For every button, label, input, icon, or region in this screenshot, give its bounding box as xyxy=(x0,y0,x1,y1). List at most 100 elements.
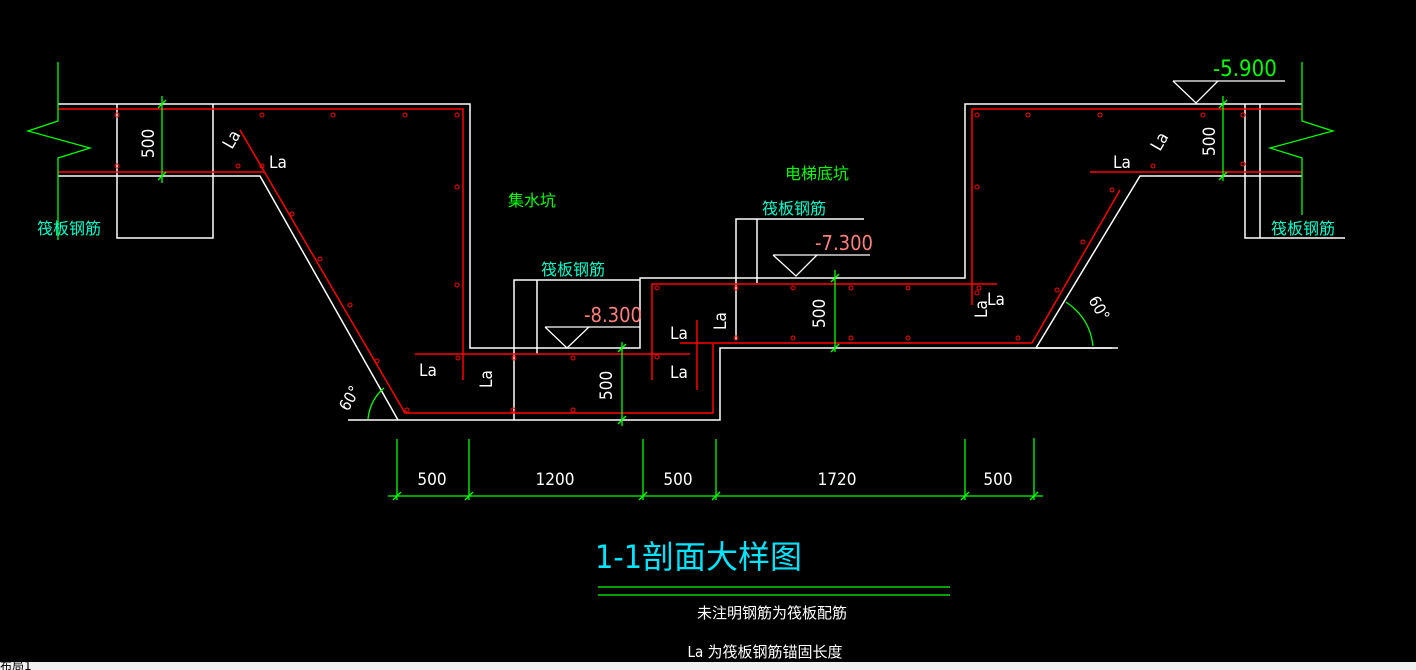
rebar-dot xyxy=(1015,335,1021,341)
note-line-1: 未注明钢筋为筏板配筋 xyxy=(697,604,847,622)
rebar-dot xyxy=(1150,163,1156,169)
drawing-text: -5.900 -7.300 -8.300 筏板钢筋 筏板钢筋 筏板钢筋 筏板钢筋… xyxy=(37,57,1335,661)
anchor-label: La xyxy=(711,312,731,330)
sump-pit-label: 集水坑 xyxy=(508,191,556,210)
rebar-dot xyxy=(347,302,353,308)
rebar-dot xyxy=(402,112,408,118)
rebar-dot xyxy=(330,112,336,118)
section-title: 1-1剖面大样图 xyxy=(595,538,802,576)
thickness-label: 500 xyxy=(597,371,617,400)
rebar-dot xyxy=(114,163,120,169)
rebar-bottom xyxy=(239,129,1121,414)
dimension-ticks xyxy=(157,99,1228,501)
rebar-dot xyxy=(1080,239,1086,245)
rebar-dot xyxy=(1240,161,1246,167)
dimension-tick xyxy=(638,491,648,501)
rebar-dot xyxy=(848,335,854,341)
anchor-label: La xyxy=(987,290,1005,310)
rebar-lines xyxy=(58,108,1302,414)
dimension-value: 500 xyxy=(983,470,1012,490)
layout-tab[interactable]: 布局1 xyxy=(0,662,32,670)
dimension-tick xyxy=(157,171,167,181)
elevation-marker-sump xyxy=(544,326,591,349)
thickness-label: 500 xyxy=(139,129,159,158)
rebar-dot xyxy=(654,354,660,360)
elevation-marker-top xyxy=(1172,80,1220,104)
rebar-dot xyxy=(974,290,980,296)
break-line-left xyxy=(25,62,93,240)
rebar-dot xyxy=(289,211,295,217)
rebar-dot xyxy=(454,184,460,190)
dimension-tick xyxy=(830,273,840,283)
elevation-marker-elevator xyxy=(772,254,819,277)
rebar-dot xyxy=(114,112,120,118)
dimension-tick xyxy=(617,343,627,353)
dimension-value: 500 xyxy=(663,470,692,490)
break-line-right xyxy=(1267,62,1336,215)
outline-right-slope xyxy=(1035,175,1302,349)
thickness-label: 500 xyxy=(1200,127,1220,156)
thickness-label: 500 xyxy=(810,299,830,328)
rebar-dot xyxy=(454,282,460,288)
rebar-dot xyxy=(790,285,796,291)
rebar-dot xyxy=(733,285,739,291)
rebar-dot xyxy=(905,335,911,341)
dimension-value: 1200 xyxy=(536,470,575,490)
dimension-tick xyxy=(392,491,402,501)
angle-label-left: 60° xyxy=(335,382,364,414)
dimension-tick xyxy=(830,343,840,353)
concrete-outline xyxy=(58,103,1345,421)
dimension-tick xyxy=(617,415,627,425)
rebar-dots xyxy=(114,112,1246,413)
anchor-label: La xyxy=(419,361,437,381)
rebar-dot xyxy=(1097,112,1103,118)
elevation-top: -5.900 xyxy=(1213,57,1277,82)
rebar-dot xyxy=(511,355,517,361)
rebar-dot xyxy=(654,285,660,291)
anchor-label: La xyxy=(1113,153,1131,173)
rebar-dot xyxy=(974,184,980,190)
raft-rebar-label-sump: 筏板钢筋 xyxy=(541,260,605,279)
elevation-sump-pit: -8.300 xyxy=(584,303,642,327)
raft-rebar-label-right: 筏板钢筋 xyxy=(1271,219,1335,238)
dimension-tick xyxy=(960,491,970,501)
rebar-dot xyxy=(259,163,265,169)
rebar-dot xyxy=(733,335,739,341)
rebar-dot xyxy=(1109,187,1115,193)
dimension-tick xyxy=(1218,99,1228,109)
anchor-label: La xyxy=(477,370,497,388)
rebar-top-right xyxy=(971,108,1302,305)
rebar-dot xyxy=(1240,112,1246,118)
rebar-dot xyxy=(259,112,265,118)
rebar-dot xyxy=(1025,112,1031,118)
anchor-label: La xyxy=(269,153,287,173)
anchor-label: La xyxy=(670,324,688,344)
outline-bottom xyxy=(58,175,1112,421)
rebar-dot xyxy=(454,112,460,118)
outline-top xyxy=(58,103,1302,349)
rebar-top-left xyxy=(58,108,464,380)
rebar-dot xyxy=(570,407,576,413)
anchor-label: La xyxy=(972,300,992,318)
angle-label-right: 60° xyxy=(1085,293,1114,325)
dimension-tick xyxy=(157,99,167,109)
rebar-dot xyxy=(404,407,410,413)
rebar-dot xyxy=(570,355,576,361)
rebar-dot xyxy=(790,335,796,341)
rebar-dot xyxy=(374,358,380,364)
dimension-value: 1720 xyxy=(818,470,857,490)
rebar-dot xyxy=(1200,112,1206,118)
dimension-tick xyxy=(1029,491,1039,501)
rebar-dot xyxy=(848,285,854,291)
elevator-pit-label: 电梯底坑 xyxy=(785,164,849,183)
raft-rebar-label-elevator: 筏板钢筋 xyxy=(762,199,826,218)
dimension-tick xyxy=(1218,171,1228,181)
rebar-dot xyxy=(905,285,911,291)
elevation-markers xyxy=(544,80,1285,349)
rebar-dot xyxy=(976,285,982,291)
note-line-2: La 为筏板钢筋锚固长度 xyxy=(687,643,842,661)
rebar-dot xyxy=(1054,287,1060,293)
rebar-dot xyxy=(317,256,323,262)
dimension-tick xyxy=(464,491,474,501)
